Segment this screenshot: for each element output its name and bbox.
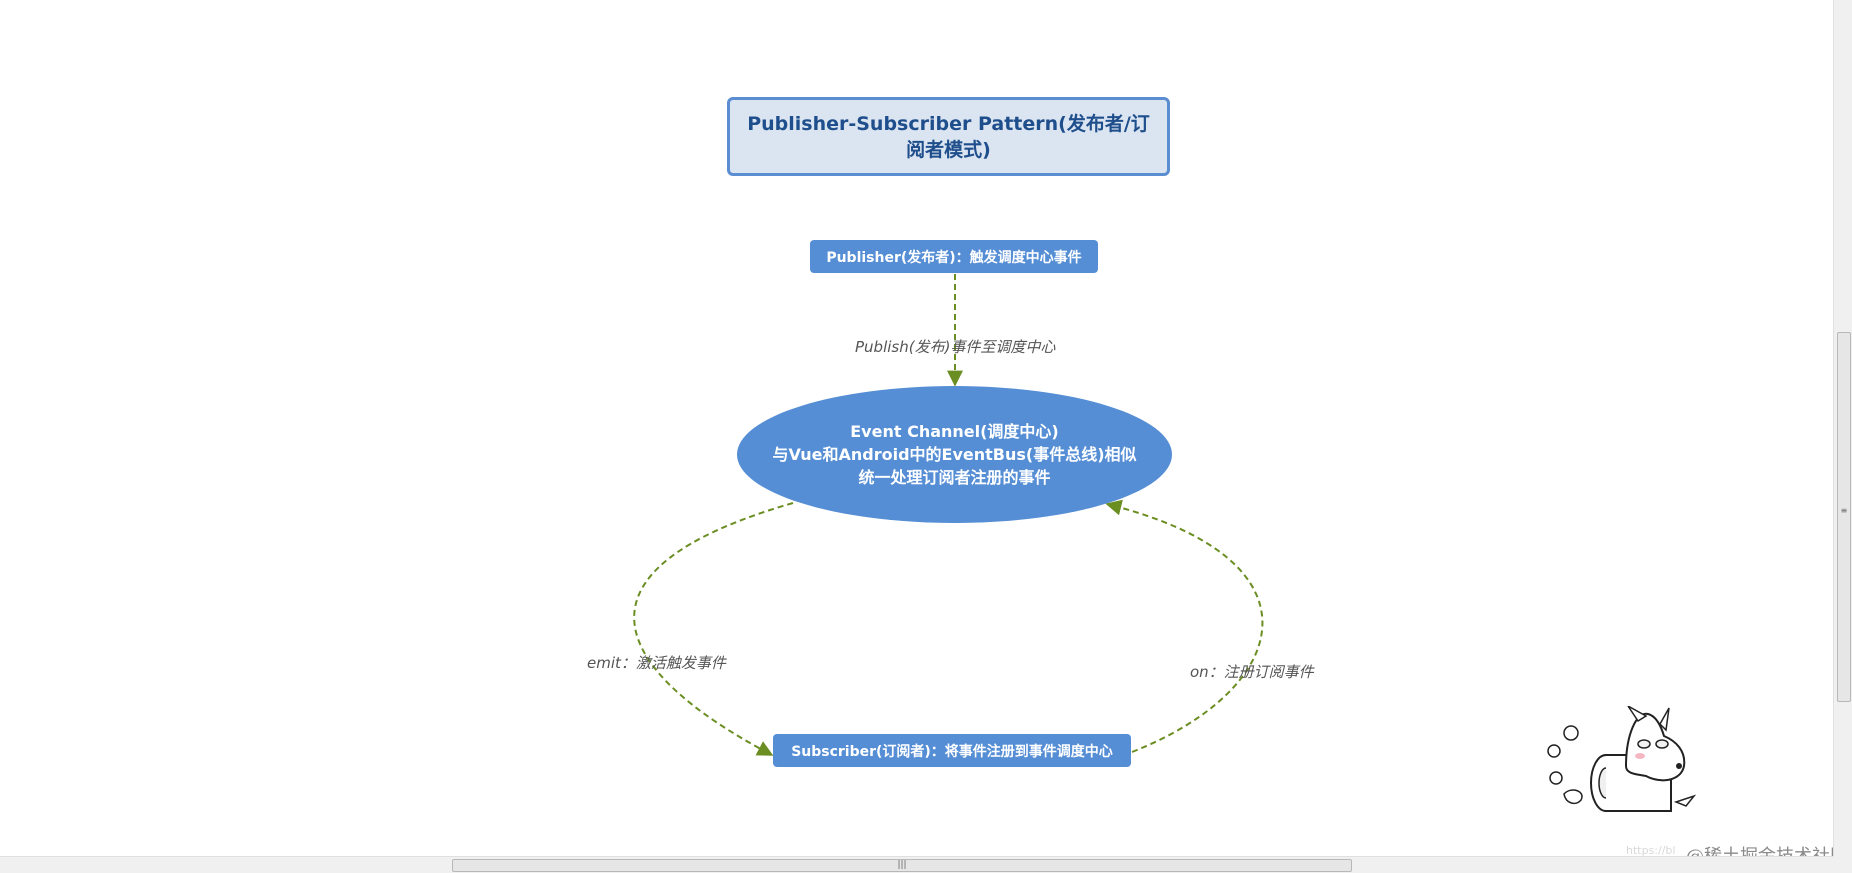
event-channel-node: Event Channel(调度中心) 与Vue和Android中的EventB… (737, 386, 1172, 523)
horizontal-grip-icon: ||| (897, 860, 907, 870)
scrollbar-corner (1833, 856, 1852, 873)
vertical-scroll-thumb[interactable]: ≡ (1837, 332, 1851, 702)
channel-line-3: 统一处理订阅者注册的事件 (858, 468, 1051, 487)
edge-label-emit: emit：激活触发事件 (587, 654, 726, 672)
vertical-scrollbar[interactable]: ≡ (1833, 0, 1852, 856)
vertical-grip-icon: ≡ (1840, 506, 1848, 515)
edge-on-arrow (1105, 499, 1264, 753)
watermark-url: https://bl (1626, 844, 1676, 857)
channel-line-2: 与Vue和Android中的EventBus(事件总线)相似 (772, 445, 1137, 464)
subscriber-node: Subscriber(订阅者)：将事件注册到事件调度中心 (773, 734, 1131, 767)
horizontal-scroll-thumb[interactable]: ||| (452, 859, 1352, 872)
edge-emit-arrow (633, 502, 794, 756)
horizontal-scrollbar[interactable]: ||| (0, 856, 1833, 873)
edge-label-on: on：注册订阅事件 (1190, 663, 1314, 681)
edge-label-publish: Publish(发布)事件至调度中心 (855, 338, 1056, 356)
diagram-title: Publisher-Subscriber Pattern(发布者/订阅者模式) (727, 97, 1170, 176)
publisher-node: Publisher(发布者)：触发调度中心事件 (810, 240, 1098, 273)
channel-line-1: Event Channel(调度中心) (850, 422, 1059, 441)
dog-mascot-illustration (1547, 706, 1697, 812)
